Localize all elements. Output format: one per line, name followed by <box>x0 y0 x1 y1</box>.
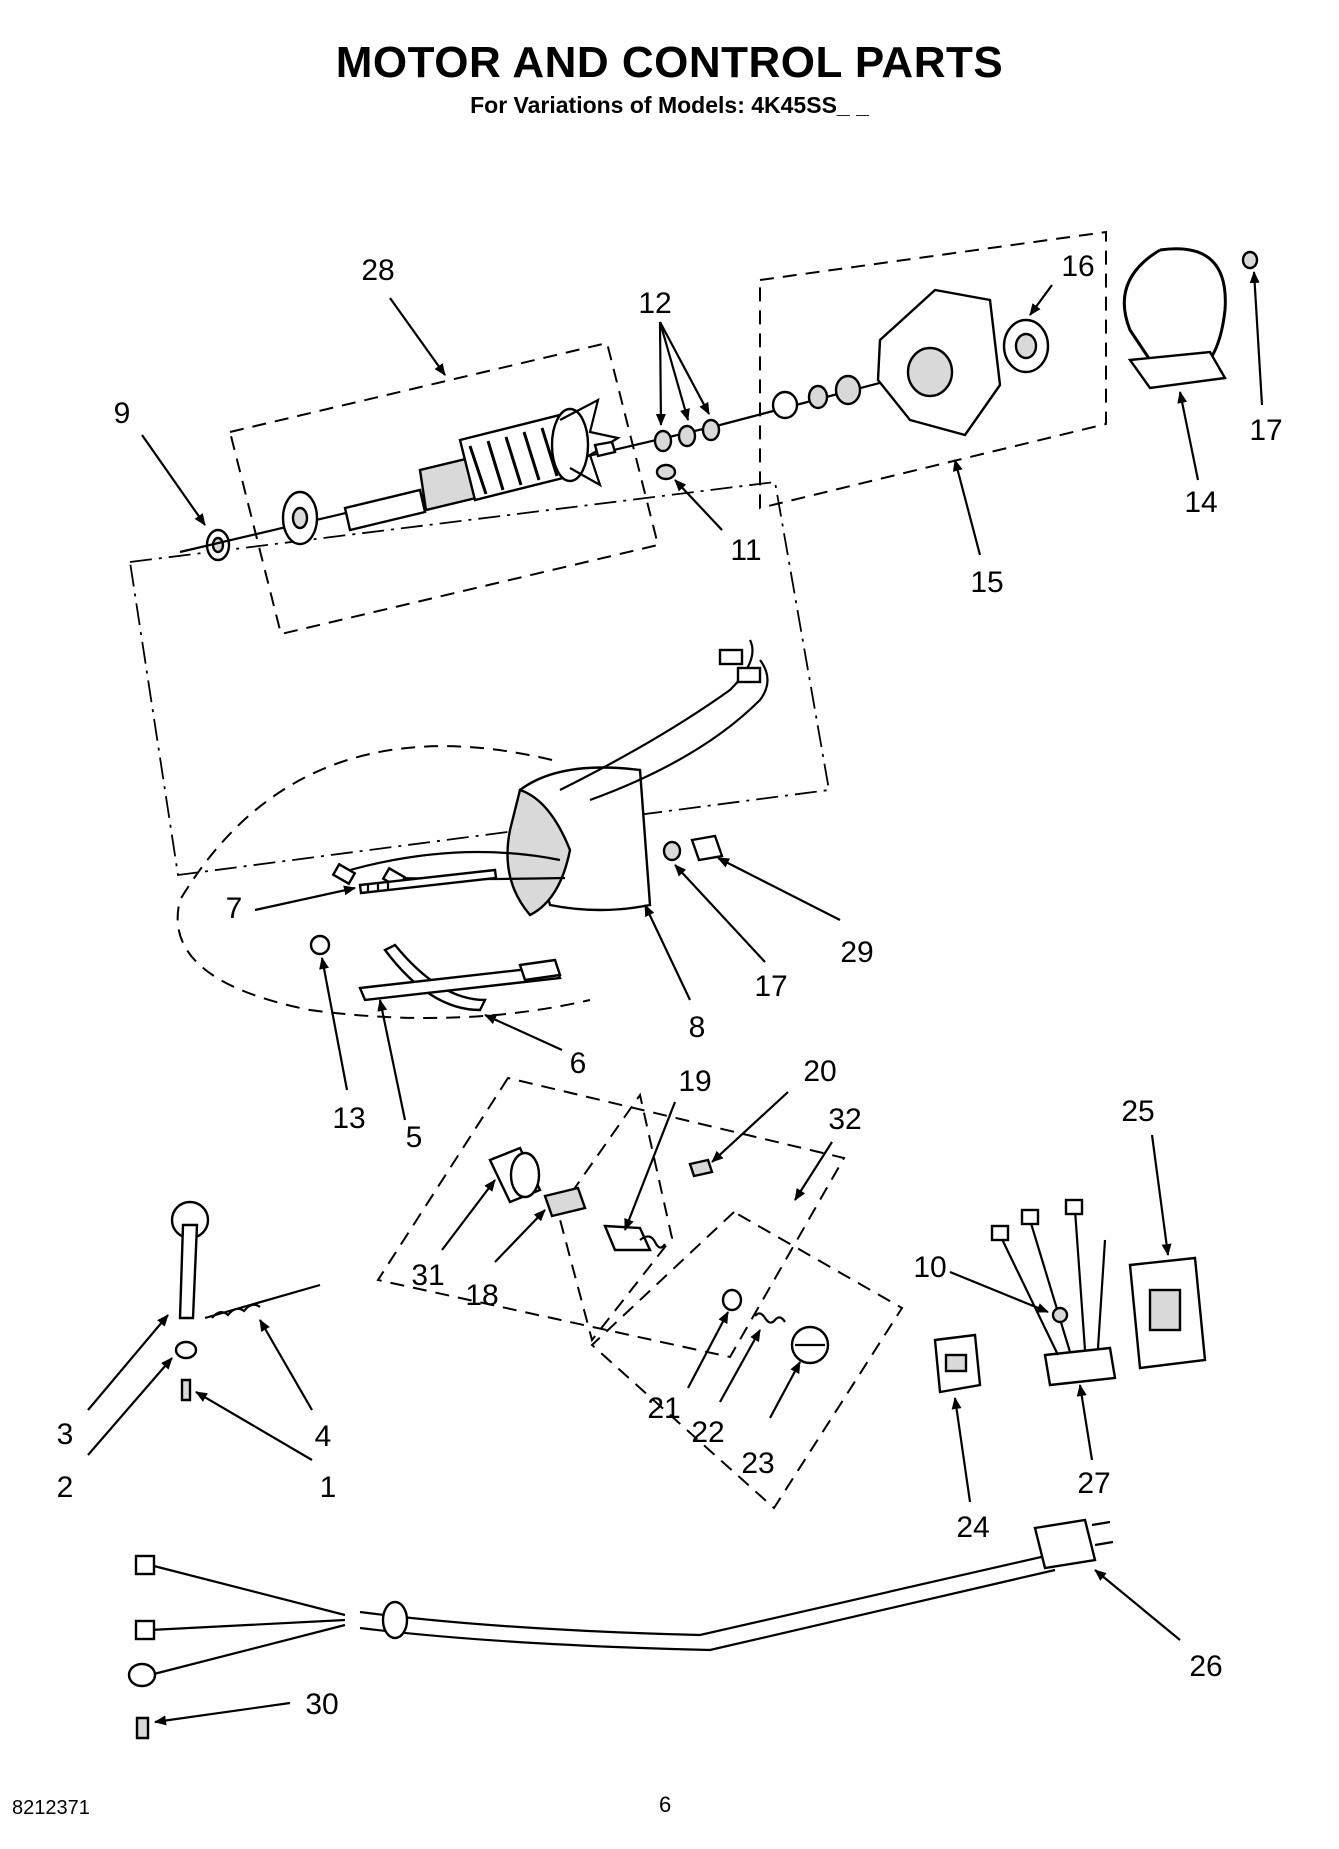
callout-5: 5 <box>406 1121 423 1154</box>
callout-28: 28 <box>361 254 394 287</box>
part-31-brush-holder <box>488 1146 542 1204</box>
callout-22: 22 <box>691 1416 724 1449</box>
control-inner-box <box>556 1092 674 1343</box>
control-plate-group-box <box>590 1210 904 1510</box>
callout-27: 27 <box>1077 1467 1110 1500</box>
part-1-screw <box>180 1378 192 1402</box>
callout-30: 30 <box>305 1688 338 1721</box>
part-28-armature <box>179 397 721 554</box>
part-16-bearing <box>1002 318 1050 374</box>
callout-19: 19 <box>678 1065 711 1098</box>
callout-24: 24 <box>956 1511 989 1544</box>
part-7-through-bolt <box>358 868 498 895</box>
callout-8: 8 <box>689 1011 706 1044</box>
stator-housing-outline <box>176 745 591 1019</box>
callout-12: 12 <box>638 287 671 320</box>
part-8-stator <box>331 639 769 917</box>
callout-26: 26 <box>1189 1650 1222 1683</box>
callout-16: 16 <box>1061 250 1094 283</box>
callout-25: 25 <box>1121 1095 1154 1128</box>
part-24-terminal-block <box>933 1333 982 1394</box>
part-27-control-plate <box>990 1198 1117 1387</box>
end-bell-group-box <box>759 230 1107 510</box>
part-4-spring <box>204 1283 321 1320</box>
part-22-spring <box>754 1312 786 1324</box>
callout-18: 18 <box>465 1279 498 1312</box>
part-17-nut-lower <box>662 840 682 862</box>
callout-6: 6 <box>570 1047 587 1080</box>
armature-group-box <box>228 341 660 636</box>
part-30-screw <box>135 1716 150 1740</box>
callout-15: 15 <box>970 566 1003 599</box>
part-12-washers <box>653 418 721 453</box>
part-2-washer <box>174 1340 198 1360</box>
part-23-knob <box>790 1325 830 1365</box>
callout-17-top: 17 <box>1249 414 1282 447</box>
callout-3: 3 <box>57 1418 74 1451</box>
callout-10: 10 <box>913 1251 946 1284</box>
callout-17-mid: 17 <box>754 970 787 1003</box>
part-21-cap <box>721 1288 743 1312</box>
callout-20: 20 <box>803 1055 836 1088</box>
part-19-brush-spring <box>603 1224 666 1252</box>
callout-31: 31 <box>411 1259 444 1292</box>
control-group-box <box>376 1076 846 1359</box>
callout-4: 4 <box>315 1420 332 1453</box>
motor-assembly-outline <box>128 481 831 877</box>
callout-9: 9 <box>114 397 131 430</box>
part-13-star-washer <box>309 934 331 956</box>
callout-29: 29 <box>840 936 873 969</box>
callout-14: 14 <box>1184 486 1217 519</box>
part-5-brush-plate <box>358 958 562 1002</box>
page-title: MOTOR AND CONTROL PARTS <box>335 38 1004 87</box>
page-number: 6 <box>659 1792 672 1817</box>
part-17-nut <box>1241 250 1259 270</box>
callout-13: 13 <box>332 1102 365 1135</box>
model-subtitle: For Variations of Models: 4K45SS_ _ <box>470 92 869 118</box>
part-11-spring <box>655 463 677 481</box>
part-18-brush <box>543 1186 587 1218</box>
callout-2: 2 <box>57 1471 74 1504</box>
part-14-bracket <box>1122 247 1227 390</box>
part-25-speed-control <box>1128 1256 1207 1370</box>
part-29-sleeve <box>690 834 724 862</box>
callout-11: 11 <box>730 534 761 567</box>
part-15-end-bell <box>719 288 1002 437</box>
callout-23: 23 <box>741 1447 774 1480</box>
callout-32: 32 <box>828 1103 861 1136</box>
part-26-power-cord <box>127 1518 1114 1688</box>
callout-1: 1 <box>320 1471 337 1504</box>
callout-7: 7 <box>226 892 243 925</box>
part-20-screw <box>688 1158 714 1178</box>
callout-21: 21 <box>647 1392 680 1425</box>
document-number: 8212371 <box>12 1797 90 1819</box>
part-3-lever <box>170 1200 210 1320</box>
